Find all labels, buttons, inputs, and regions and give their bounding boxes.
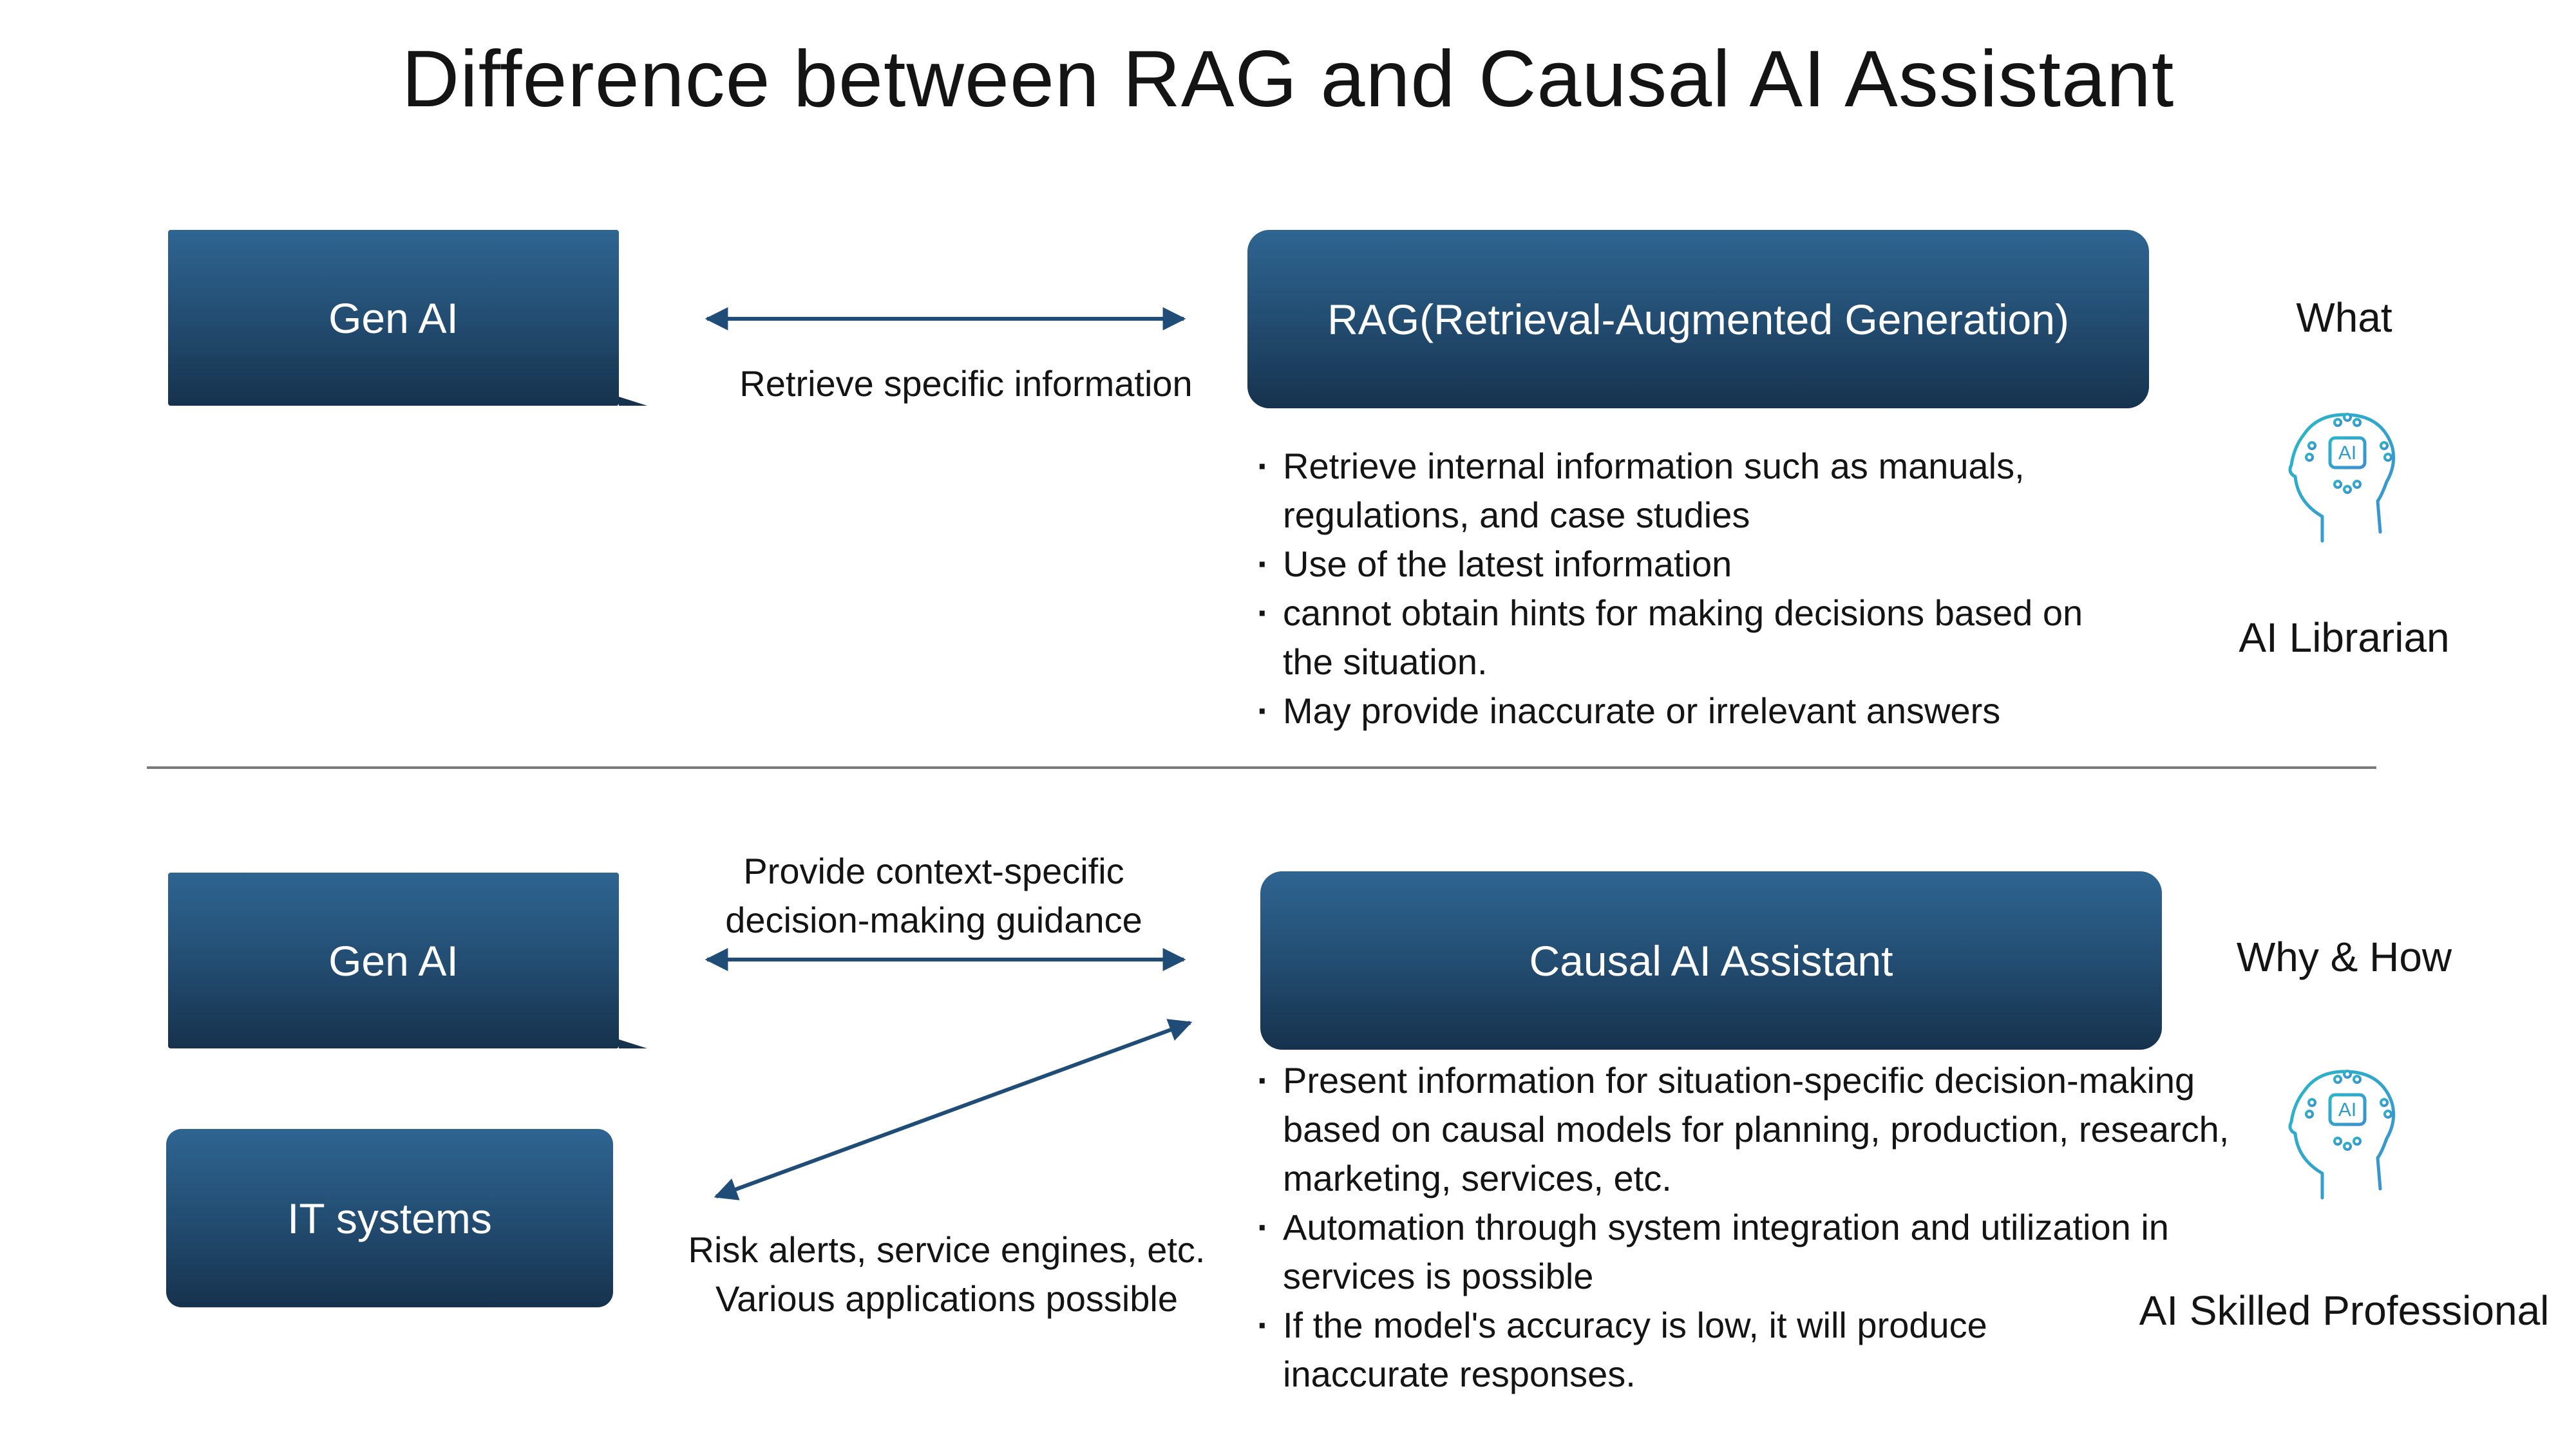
applications-double-arrow: [714, 1019, 1193, 1200]
it-systems-label: IT systems: [287, 1194, 492, 1242]
guidance-arrow-label: Provide context-specific decision-making…: [676, 847, 1191, 945]
causal-bullet-list: Present information for situation-specif…: [1256, 1056, 2286, 1399]
list-item: If the model's accuracy is low, it will …: [1256, 1301, 2056, 1399]
list-item: Present information for situation-specif…: [1256, 1056, 2286, 1203]
rag-label: RAG(Retrieval-Augmented Generation): [1327, 295, 2069, 343]
gen-ai-box-top: Gen AI: [168, 230, 647, 406]
why-how-heading: Why & How: [2236, 934, 2452, 980]
what-heading: What: [2296, 294, 2392, 341]
ai-skilled-professional-caption: AI Skilled Professional: [2139, 1287, 2550, 1334]
page-title: Difference between RAG and Causal AI Ass…: [401, 35, 2175, 124]
applications-label-line2: Various applications possible: [715, 1278, 1179, 1319]
applications-label: Risk alerts, service engines, etc. Vario…: [657, 1226, 1236, 1323]
list-item: May provide inaccurate or irrelevant ans…: [1256, 687, 2093, 735]
applications-label-line1: Risk alerts, service engines, etc.: [688, 1229, 1206, 1270]
retrieve-arrow-label: Retrieve specific information: [739, 363, 1193, 404]
section-divider: [147, 766, 2376, 769]
ai-brain-icon: AI: [2288, 413, 2396, 543]
gen-ai-label: Gen AI: [328, 294, 459, 342]
ai-brain-icon: AI: [2288, 1070, 2396, 1200]
list-item: Use of the latest information: [1256, 540, 2093, 589]
ai-brain-icon-text: AI: [2338, 1099, 2356, 1121]
list-item: Automation through system integration an…: [1256, 1203, 2184, 1301]
rag-box: RAG(Retrieval-Augmented Generation): [1247, 230, 2149, 408]
it-systems-box: IT systems: [166, 1129, 613, 1307]
causal-ai-box: Causal AI Assistant: [1260, 871, 2162, 1050]
list-item: Retrieve internal information such as ma…: [1256, 442, 2093, 540]
list-item: cannot obtain hints for making decisions…: [1256, 589, 2093, 687]
ai-brain-icon-text: AI: [2338, 442, 2356, 464]
ai-librarian-caption: AI Librarian: [2239, 614, 2450, 661]
rag-bullet-list: Retrieve internal information such as ma…: [1256, 442, 2093, 735]
guidance-label-line1: Provide context-specific: [743, 851, 1124, 891]
guidance-label-line2: decision-making guidance: [725, 900, 1142, 940]
gen-ai-label: Gen AI: [328, 936, 459, 985]
gen-ai-box-bottom: Gen AI: [168, 873, 647, 1048]
causal-ai-label: Causal AI Assistant: [1529, 936, 1893, 985]
